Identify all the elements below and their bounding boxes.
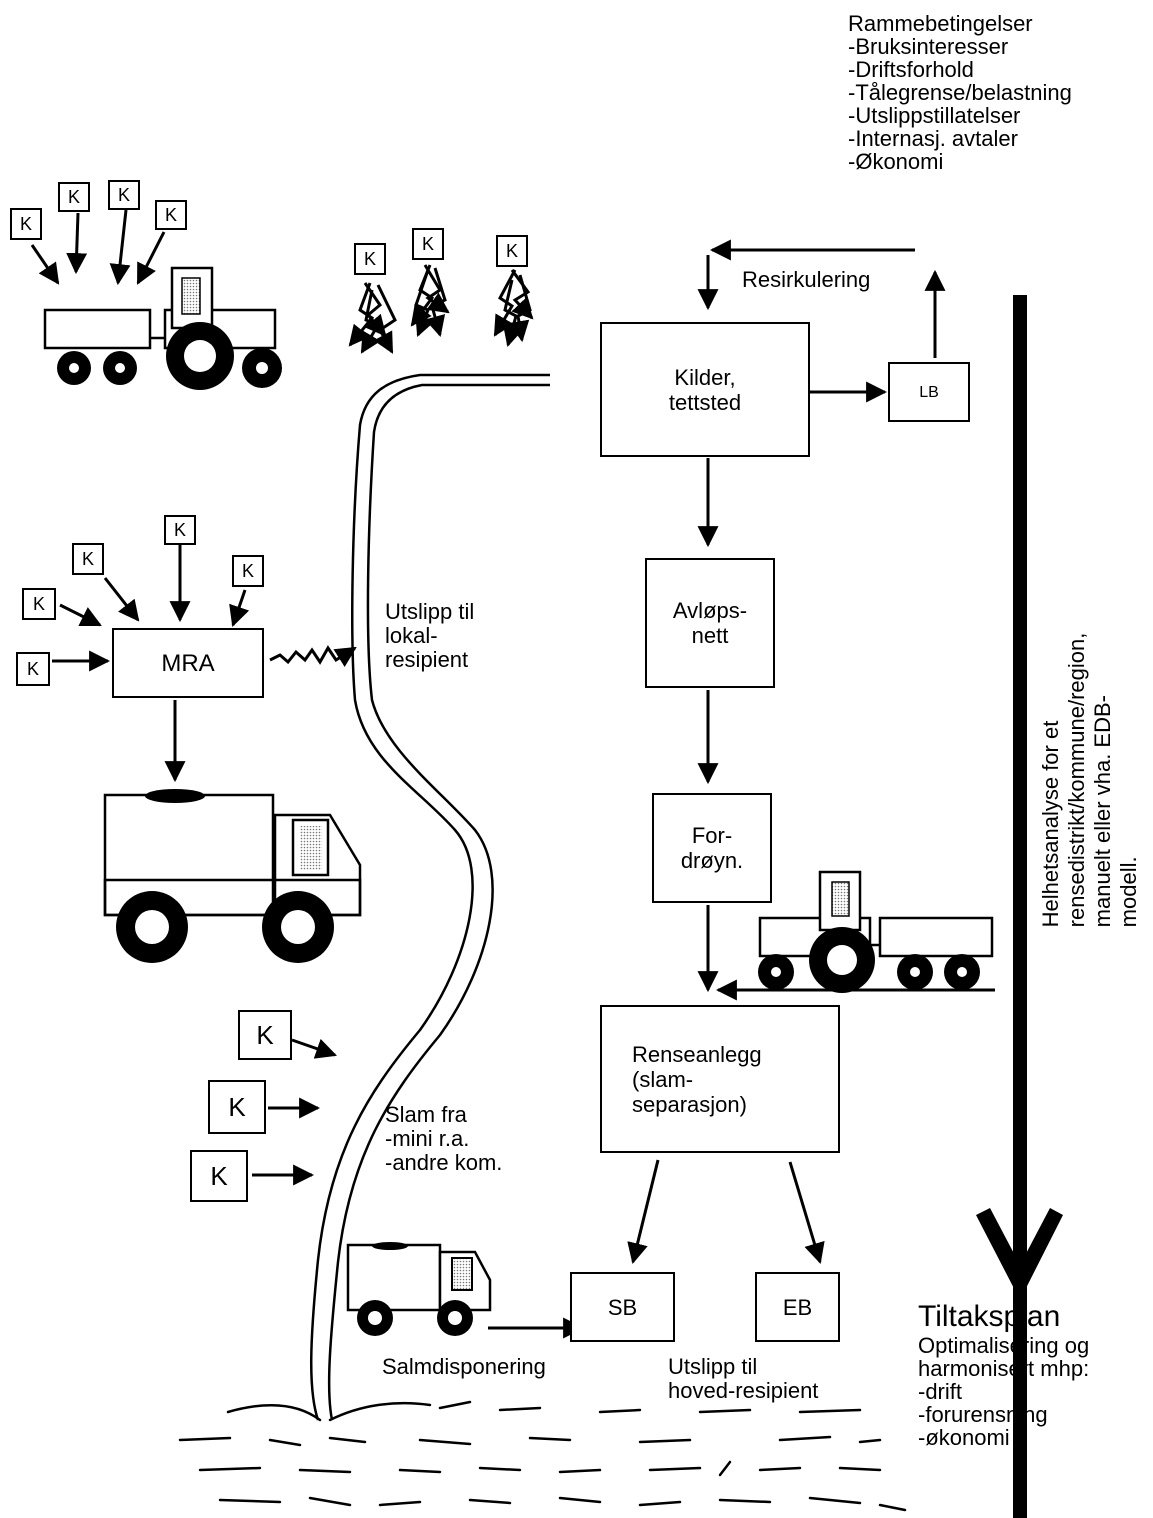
framework-item: -Driftsforhold [848, 57, 974, 82]
plan-line: -forurensning [918, 1402, 1048, 1427]
node-avlopsnett: Avløps- nett [645, 558, 775, 688]
tank-truck-icon [103, 789, 362, 963]
framework-item: -Tålegrense/belastning [848, 80, 1072, 105]
node-fordroyn: For- drøyn. [652, 793, 772, 903]
source-k-box: K [72, 543, 104, 575]
source-k-box: K [108, 180, 140, 210]
framework-item: -Bruksinteresser [848, 34, 1009, 59]
diffuse-source-arrows [348, 264, 534, 354]
source-k-box: K [10, 208, 42, 240]
k-arrows-mra [52, 545, 250, 783]
framework-item: -Internasj. avtaler [848, 126, 1018, 151]
plan-line: -økonomi [918, 1425, 1010, 1450]
source-k-box: K [238, 1010, 292, 1060]
framework-item: -Økonomi [848, 149, 944, 174]
big-down-arrow [976, 295, 1063, 1518]
recirculation-loop [697, 239, 946, 358]
label-slam-fra: Slam fra -mini r.a. -andre kom. [385, 1102, 503, 1175]
label-utslipp-hoved: Utslipp til hoved-resipient [668, 1354, 819, 1403]
label-utslipp-lokal: Utslipp til lokal- resipient [385, 599, 475, 672]
k-arrows-tractor [30, 209, 166, 286]
node-kilder: Kilder, tettsted [600, 322, 810, 457]
source-k-box: K [232, 555, 264, 587]
source-k-box: K [412, 228, 444, 260]
source-k-box: K [155, 200, 187, 230]
flow-arrows [488, 381, 995, 1339]
tractor-trailer-icon [43, 266, 282, 390]
node-lb: LB [888, 362, 970, 422]
tractor-trailer-right-icon [758, 870, 994, 993]
sludge-truck-icon [346, 1242, 492, 1336]
source-k-box: K [496, 235, 528, 267]
node-mra: MRA [112, 628, 264, 698]
source-k-box: K [16, 652, 50, 686]
label-resirkulering: Resirkulering [742, 267, 871, 292]
source-k-box: K [208, 1080, 266, 1134]
source-k-box: K [22, 588, 56, 620]
label-slamdisponering: Salmdisponering [382, 1354, 546, 1379]
node-eb: EB [755, 1272, 840, 1342]
local-discharge-squiggle [269, 645, 357, 667]
vertical-analysis-label: Helhetsanalyse for et rensedistrikt/komm… [1038, 632, 1141, 928]
river [309, 373, 550, 1421]
framework-list: Rammebetingelser -Bruksinteresser -Drift… [848, 12, 1072, 173]
plan-line: harmonisert mhp: [918, 1356, 1090, 1381]
framework-title: Rammebetingelser [848, 11, 1033, 36]
sea-waves [178, 1400, 907, 1512]
plan-block: Tiltaksplan Optimalisering og harmoniser… [918, 1300, 1089, 1449]
k-arrows-river [252, 1038, 337, 1186]
source-k-box: K [190, 1150, 248, 1202]
source-k-box: K [354, 243, 386, 275]
node-sb: SB [570, 1272, 675, 1342]
plan-title: Tiltaksplan [918, 1300, 1061, 1333]
plan-line: Optimalisering og [918, 1333, 1090, 1358]
framework-item: -Utslippstillatelser [848, 103, 1021, 128]
node-renseanlegg: Renseanlegg (slam- separasjon) [600, 1005, 840, 1153]
source-k-box: K [164, 515, 196, 545]
source-k-box: K [58, 182, 90, 212]
plan-line: -drift [918, 1379, 962, 1404]
